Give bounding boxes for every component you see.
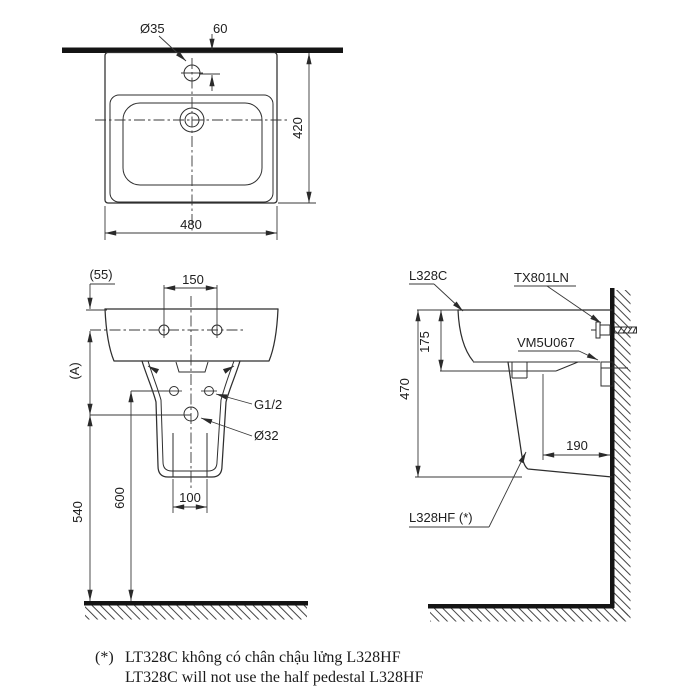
dim-faucet-offset: 60 <box>199 21 227 91</box>
pedestal-front-outline <box>141 360 241 478</box>
label-half-pedestal: L328HF (*) <box>409 451 527 528</box>
pedestal-side-outline <box>507 361 613 478</box>
footnote-line2-en: LT328C will not use the half pedestal L3… <box>125 669 424 686</box>
floor-bar-side <box>428 604 614 609</box>
dim-wall-to-pedestal-190: 190 <box>543 438 610 458</box>
dim-60-label: 60 <box>213 21 227 36</box>
plan-centerlines <box>95 58 290 231</box>
label-supply-thread: G1/2 <box>215 393 282 412</box>
label-vm5u067: VM5U067 <box>517 335 575 350</box>
dim-rim-to-underside-175: 175 <box>417 309 527 372</box>
dim-drain-height-540: 540 <box>70 415 93 601</box>
front-view: 150 (55) (A) 540 600 100 G1 <box>67 267 308 620</box>
dim-A-label: (A) <box>67 362 82 379</box>
supply-holes <box>166 386 217 396</box>
label-l328hf: L328HF (*) <box>409 510 473 525</box>
floor-hatch-front <box>85 605 307 620</box>
dim-600-label: 600 <box>112 487 127 509</box>
fixing-bolt <box>591 321 637 339</box>
basin-plan-outline <box>104 51 278 204</box>
dim-420-label: 420 <box>290 117 305 139</box>
plan-view: 60 Ø35 420 480 <box>62 21 343 240</box>
dim-540-label: 540 <box>70 501 85 523</box>
dim-hole-spacing-150: 150 <box>163 272 218 322</box>
dim-150-label: 150 <box>182 272 204 287</box>
floor-hatch-side <box>430 608 628 622</box>
dim-width-480: 480 <box>104 206 278 240</box>
dim-pedestal-opening-100: 100 <box>172 479 208 513</box>
label-drain-dia: Ø32 <box>200 417 279 443</box>
label-l328c: L328C <box>409 268 447 283</box>
wall-bar-side <box>610 288 615 608</box>
mounting-holes <box>90 322 246 338</box>
footnote-marker: (*) <box>95 649 114 666</box>
wall-hatch <box>614 290 631 620</box>
label-tx801ln: TX801LN <box>514 270 569 285</box>
dim-faucet-hole-dia: Ø35 <box>140 21 187 62</box>
label-drain-fitting: VM5U067 <box>517 335 599 361</box>
drain-hole-front <box>183 406 199 422</box>
wall-edge-bar <box>62 47 343 53</box>
basin-front-outline <box>104 308 279 373</box>
dim-holes-to-drain-A: (A) <box>67 331 191 416</box>
label-fixing-bolt: TX801LN <box>514 270 602 324</box>
basin-side-outline <box>457 309 613 379</box>
dim-190-label: 190 <box>566 438 588 453</box>
label-o32: Ø32 <box>254 428 279 443</box>
footnote-line1-vi: LT328C không có chân chậu lửng L328HF <box>125 649 401 666</box>
dim-rim-to-holes-55: (55) <box>86 267 115 311</box>
side-view: 175 470 190 L328C TX801LN VM5U067 L328HF <box>397 268 637 622</box>
dim-supply-height-600: 600 <box>112 390 170 601</box>
dim-175-label: 175 <box>417 331 432 353</box>
dim-55-label: (55) <box>89 267 112 282</box>
floor-bar-front <box>84 601 308 606</box>
dim-o35-label: Ø35 <box>140 21 165 36</box>
drain-fitting <box>600 361 628 387</box>
dim-480-label: 480 <box>180 217 202 232</box>
dim-100-label: 100 <box>179 490 201 505</box>
footnotes: (*) LT328C không có chân chậu lửng L328H… <box>95 649 424 686</box>
dim-470-label: 470 <box>397 378 412 400</box>
dim-lavatory-height-470: 470 <box>397 310 522 478</box>
label-g12: G1/2 <box>254 397 282 412</box>
label-lavatory: L328C <box>409 268 464 312</box>
dim-depth-420: 420 <box>278 53 316 204</box>
